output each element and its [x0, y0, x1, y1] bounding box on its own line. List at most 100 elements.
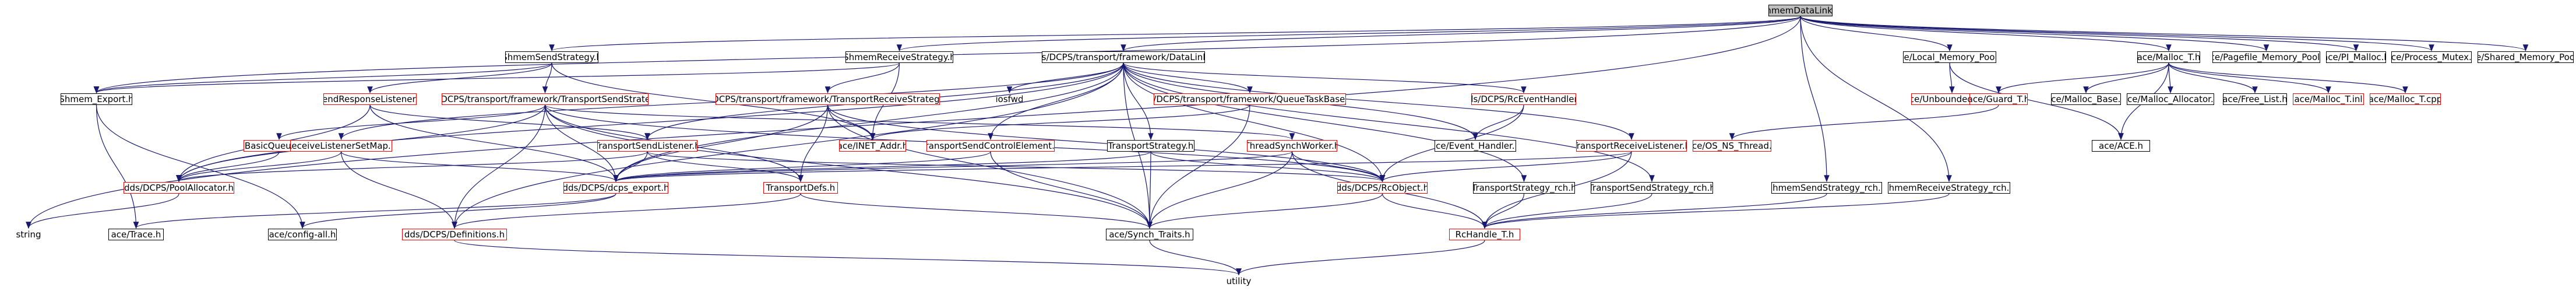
node-iosfwd: iosfwd — [996, 94, 1023, 104]
edge-shmem-data-link-h-to-local-memory-pool-h — [1800, 16, 1953, 52]
node-data-link-h[interactable]: dds/DCPS/transport/framework/DataLink.h — [1042, 51, 1205, 63]
edge-transport-receive-strategy-t-h-to-synch-traits-h — [827, 104, 1153, 229]
node-pool-allocator-h[interactable]: dds/DCPS/PoolAllocator.h — [124, 182, 234, 194]
node-rc-event-handler-h[interactable]: dds/DCPS/RcEventHandler.h — [1471, 93, 1576, 105]
node-rc-object-h[interactable]: dds/DCPS/RcObject.h — [1337, 182, 1428, 194]
edge-queue-task-base-t-h-to-synch-traits-h — [1147, 104, 1250, 229]
edge-transport-send-strategy-rch-h-to-rc-handle-t-h — [1482, 193, 1652, 229]
edge-thread-synch-worker-h-to-dcps-export-h — [613, 151, 1293, 183]
edge-malloc-t-h-to-guard-t-h — [1996, 62, 2169, 94]
node-pi-malloc-h[interactable]: ace/PI_Malloc.h — [2326, 51, 2386, 63]
edge-shmem-data-link-h-to-process-mutex-h — [1800, 16, 2434, 52]
edge-transport-strategy-h-to-synch-traits-h — [1147, 151, 1153, 229]
edge-shmem-data-link-h-to-pi-malloc-h — [1800, 16, 2359, 52]
edge-data-link-h-to-definitions-h — [452, 62, 1124, 229]
edge-malloc-t-h-to-malloc-base-h — [2083, 62, 2169, 94]
edge-shmem-receive-strategy-h-to-transport-receive-strategy-t-h — [824, 62, 900, 94]
edge-data-link-h-to-queue-task-base-t-h — [1123, 62, 1253, 94]
edge-data-link-h-to-transport-send-strategy-rch-h — [1123, 62, 1655, 183]
edge-transport-defs-h-to-definitions-h — [452, 193, 801, 229]
node-os-ns-thread-h[interactable]: ace/OS_NS_Thread.h — [1693, 140, 1771, 152]
edge-data-link-h-to-transport-receive-listener-h — [1123, 62, 1634, 141]
edge-malloc-t-h-to-free-list-h — [2168, 62, 2258, 94]
node-malloc-t-cpp[interactable]: ace/Malloc_T.cpp — [2370, 93, 2441, 105]
node-transport-strategy-rch-h[interactable]: TransportStrategy_rch.h — [1473, 182, 1575, 194]
edge-transport-strategy-h-to-dcps-export-h — [613, 151, 1151, 183]
node-utility: utility — [1226, 276, 1252, 286]
node-local-memory-pool-h[interactable]: ace/Local_Memory_Pool.h — [1903, 51, 1996, 63]
node-transport-strategy-h[interactable]: TransportStrategy.h — [1107, 140, 1194, 152]
edge-data-link-h-to-transport-strategy-rch-h — [1123, 62, 1527, 183]
node-process-mutex-h[interactable]: ace/Process_Mutex.h — [2391, 51, 2472, 63]
edge-transport-send-strategy-h-to-basic-queue-t-h — [276, 104, 546, 141]
edge-transport-send-strategy-h-to-synch-traits-h — [544, 104, 1153, 229]
node-shmem-receive-strategy-h[interactable]: ShmemReceiveStrategy.h — [845, 51, 953, 63]
edge-transport-receive-strategy-t-h-to-dcps-export-h — [613, 104, 829, 183]
node-ace-h[interactable]: ace/ACE.h — [2092, 140, 2150, 152]
edge-transport-send-control-element-h-to-synch-traits-h — [990, 151, 1153, 229]
node-transport-receive-strategy-t-h[interactable]: dds/DCPS/transport/framework/TransportRe… — [716, 93, 940, 105]
edge-dcps-export-h-to-config-all-h — [299, 193, 616, 229]
edge-malloc-t-h-to-malloc-t-inl — [2168, 62, 2331, 94]
edge-transport-receive-listener-h-to-dcps-export-h — [613, 151, 1632, 183]
edge-shmem-data-link-h-to-shared-memory-pool-h — [1800, 16, 2528, 52]
edge-rc-object-h-to-rc-handle-t-h — [1382, 193, 1488, 229]
edge-transport-defs-h-to-synch-traits-h — [800, 193, 1153, 229]
node-thread-synch-worker-h[interactable]: ThreadSynchWorker.h — [1247, 140, 1337, 152]
edge-rc-handle-t-h-to-utility — [1236, 240, 1485, 276]
node-rc-handle-t-h[interactable]: RcHandle_T.h — [1449, 229, 1520, 240]
node-free-list-h[interactable]: ace/Free_List.h — [2223, 93, 2287, 105]
node-shared-memory-pool-h[interactable]: ace/Shared_Memory_Pool.h — [2478, 51, 2574, 63]
node-guard-t-h[interactable]: ace/Guard_T.h — [1969, 93, 2028, 105]
edge-queue-task-base-t-h-to-inet-addr-h — [869, 104, 1250, 141]
edge-shmem-data-link-h-to-shmem-receive-strategy-h — [897, 16, 1801, 52]
node-dcps-export-h[interactable]: dds/DCPS/dcps_export.h — [563, 182, 668, 194]
node-pagefile-memory-pool-h[interactable]: ace/Pagefile_Memory_Pool.h — [2212, 51, 2320, 63]
edge-shmem-send-strategy-h-to-transport-send-strategy-h — [542, 62, 552, 94]
node-send-response-listener-h[interactable]: SendResponseListener.h — [323, 93, 417, 105]
edge-shmem-send-strategy-h-to-shmem-export-h — [94, 62, 552, 94]
node-shmem-receive-strategy-rch-h[interactable]: ShmemReceiveStrategy_rch.h — [1888, 182, 2010, 194]
node-malloc-base-h[interactable]: ace/Malloc_Base.h — [2051, 93, 2121, 105]
node-shmem-export-h[interactable]: Shmem_Export.h — [61, 93, 132, 105]
edge-shmem-data-link-h-to-malloc-t-h — [1800, 16, 2172, 52]
node-inet-addr-h[interactable]: ace/INET_Addr.h — [839, 140, 906, 152]
edge-transport-send-listener-h-to-pool-allocator-h — [176, 151, 648, 183]
node-malloc-t-h[interactable]: ace/Malloc_T.h — [2137, 51, 2200, 63]
edge-send-response-listener-h-to-dcps-export-h — [369, 104, 619, 183]
node-transport-send-control-element-h[interactable]: TransportSendControlElement.h — [926, 140, 1055, 152]
node-transport-send-listener-h[interactable]: TransportSendListener.h — [597, 140, 697, 152]
edge-basic-queue-t-h-to-pool-allocator-h — [176, 151, 280, 183]
edge-shmem-data-link-h-to-shmem-send-strategy-rch-h — [1800, 16, 1830, 183]
edge-transport-strategy-h-to-rc-object-h — [1150, 151, 1386, 183]
node-malloc-allocator-h[interactable]: ace/Malloc_Allocator.h — [2127, 93, 2214, 105]
edge-malloc-t-h-to-malloc-allocator-h — [2168, 62, 2173, 94]
edge-definitions-h-to-utility — [454, 240, 1242, 276]
edge-shmem-data-link-h-to-pagefile-memory-pool-h — [1800, 16, 2270, 52]
edge-transport-send-listener-h-to-transport-defs-h — [647, 151, 804, 183]
node-trace-h[interactable]: ace/Trace.h — [108, 229, 164, 240]
edge-rc-object-h-to-synch-traits-h — [1147, 193, 1383, 229]
edge-data-link-h-to-dcps-export-h — [613, 62, 1124, 183]
node-definitions-h[interactable]: dds/DCPS/Definitions.h — [402, 229, 507, 240]
edge-shmem-send-strategy-h-to-inet-addr-h — [551, 62, 876, 141]
node-event-handler-h[interactable]: ace/Event_Handler.h — [1435, 140, 1516, 152]
node-transport-receive-listener-h[interactable]: TransportReceiveListener.h — [1576, 140, 1687, 152]
edge-guard-t-h-to-os-ns-thread-h — [1729, 104, 1999, 141]
node-transport-send-strategy-h[interactable]: dds/DCPS/transport/framework/TransportSe… — [442, 93, 649, 105]
node-queue-task-base-t-h[interactable]: dds/DCPS/transport/framework/QueueTaskBa… — [1154, 93, 1346, 105]
edge-transport-send-strategy-h-to-thread-synch-worker-h — [544, 104, 1295, 141]
node-transport-defs-h[interactable]: TransportDefs.h — [763, 182, 838, 194]
node-synch-traits-h[interactable]: ace/Synch_Traits.h — [1106, 229, 1193, 240]
edge-transport-receive-listener-h-to-rc-object-h — [1379, 151, 1632, 183]
edge-receive-listener-set-map-h-to-pool-allocator-h — [176, 151, 342, 183]
node-receive-listener-set-map-h[interactable]: ReceiveListenerSetMap.h — [290, 140, 392, 152]
edge-malloc-t-h-to-malloc-t-cpp — [2168, 62, 2408, 94]
node-malloc-t-inl[interactable]: ace/Malloc_T.inl — [2293, 93, 2364, 105]
node-shmem-send-strategy-h[interactable]: ShmemSendStrategy.h — [505, 51, 598, 63]
edge-receive-listener-set-map-h-to-definitions-h — [340, 151, 457, 229]
node-config-all-h[interactable]: ace/config-all.h — [268, 229, 337, 240]
node-shmem-send-strategy-rch-h[interactable]: ShmemSendStrategy_rch.h — [1771, 182, 1882, 194]
node-transport-send-strategy-rch-h[interactable]: TransportSendStrategy_rch.h — [1591, 182, 1713, 194]
